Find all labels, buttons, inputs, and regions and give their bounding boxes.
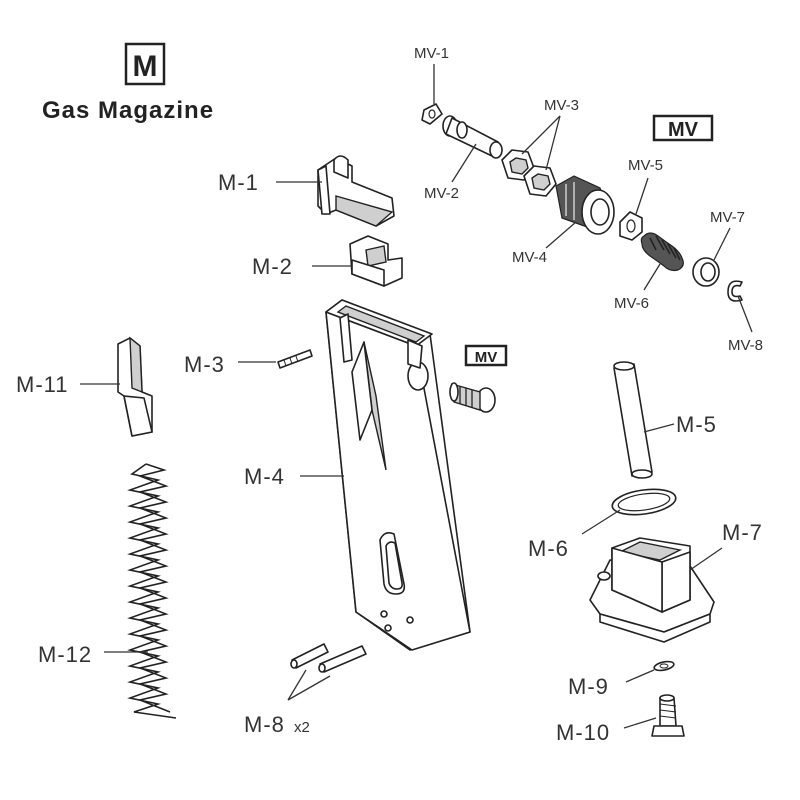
svg-text:MV: MV — [668, 119, 699, 141]
label-mv8: MV-8 — [728, 337, 763, 354]
label-m3: M-3 — [184, 352, 225, 377]
part-mv4 — [555, 175, 615, 235]
label-m4: M-4 — [244, 464, 285, 489]
leader-mv7 — [713, 227, 731, 261]
label-m8: M-8 — [244, 712, 285, 737]
leader-m5 — [643, 423, 675, 433]
part-m4 — [325, 299, 471, 651]
mv-badge-small: MV — [464, 344, 508, 367]
m-badge: M — [133, 50, 158, 83]
header: M Gas Magazine — [42, 42, 214, 124]
label-m2: M-2 — [252, 254, 293, 279]
m-badge-box — [124, 42, 166, 86]
label-m5: M-5 — [676, 412, 717, 437]
part-m9 — [653, 660, 675, 672]
part-mv7 — [692, 257, 720, 287]
part-m1 — [317, 155, 395, 227]
leader-mv8 — [737, 295, 753, 333]
label-m10: M-10 — [556, 720, 610, 745]
svg-text:MV: MV — [475, 349, 498, 366]
label-mv7: MV-7 — [710, 209, 745, 226]
leader-m7 — [689, 547, 723, 571]
label-mv2: MV-2 — [424, 185, 459, 202]
mv-badge: MV — [652, 114, 714, 142]
part-m6 — [611, 488, 677, 516]
part-mv8 — [727, 280, 743, 302]
part-m5 — [613, 361, 653, 479]
part-mv6 — [640, 232, 684, 272]
leader-mv6 — [643, 263, 661, 291]
leader-m8 — [287, 669, 331, 701]
part-m11 — [117, 336, 153, 437]
label-m8-qty: x2 — [294, 719, 310, 736]
leader-mv4 — [545, 221, 577, 249]
label-m1: M-1 — [218, 170, 259, 195]
leader-m9 — [625, 669, 655, 683]
part-mv5 — [619, 211, 643, 241]
label-mv3: MV-3 — [544, 97, 579, 114]
leader-m10 — [623, 717, 657, 729]
part-mv2 — [442, 115, 503, 159]
leader-m6 — [581, 509, 621, 535]
label-m6: M-6 — [528, 536, 569, 561]
label-m11: M-11 — [16, 372, 69, 397]
leader-mv2 — [451, 143, 477, 183]
label-m12: M-12 — [38, 642, 92, 667]
part-m10 — [651, 694, 685, 737]
label-mv5: MV-5 — [628, 157, 663, 174]
label-m9: M-9 — [568, 674, 609, 699]
label-mv1: MV-1 — [414, 45, 449, 62]
diagram-title: Gas Magazine — [42, 97, 214, 124]
label-mv6: MV-6 — [614, 295, 649, 312]
leader-mv5 — [635, 177, 649, 215]
part-m3 — [277, 349, 313, 369]
assembled-valve — [449, 382, 496, 413]
part-mv1 — [421, 103, 443, 125]
part-m7 — [589, 537, 715, 643]
label-mv4: MV-4 — [512, 249, 547, 266]
label-m7: M-7 — [722, 520, 763, 545]
part-m8 — [290, 643, 367, 673]
part-m12 — [127, 463, 177, 719]
part-m2 — [349, 235, 403, 287]
part-mv3 — [501, 149, 557, 197]
leader-mv3b — [545, 115, 561, 171]
leader-mv3a — [521, 115, 561, 155]
